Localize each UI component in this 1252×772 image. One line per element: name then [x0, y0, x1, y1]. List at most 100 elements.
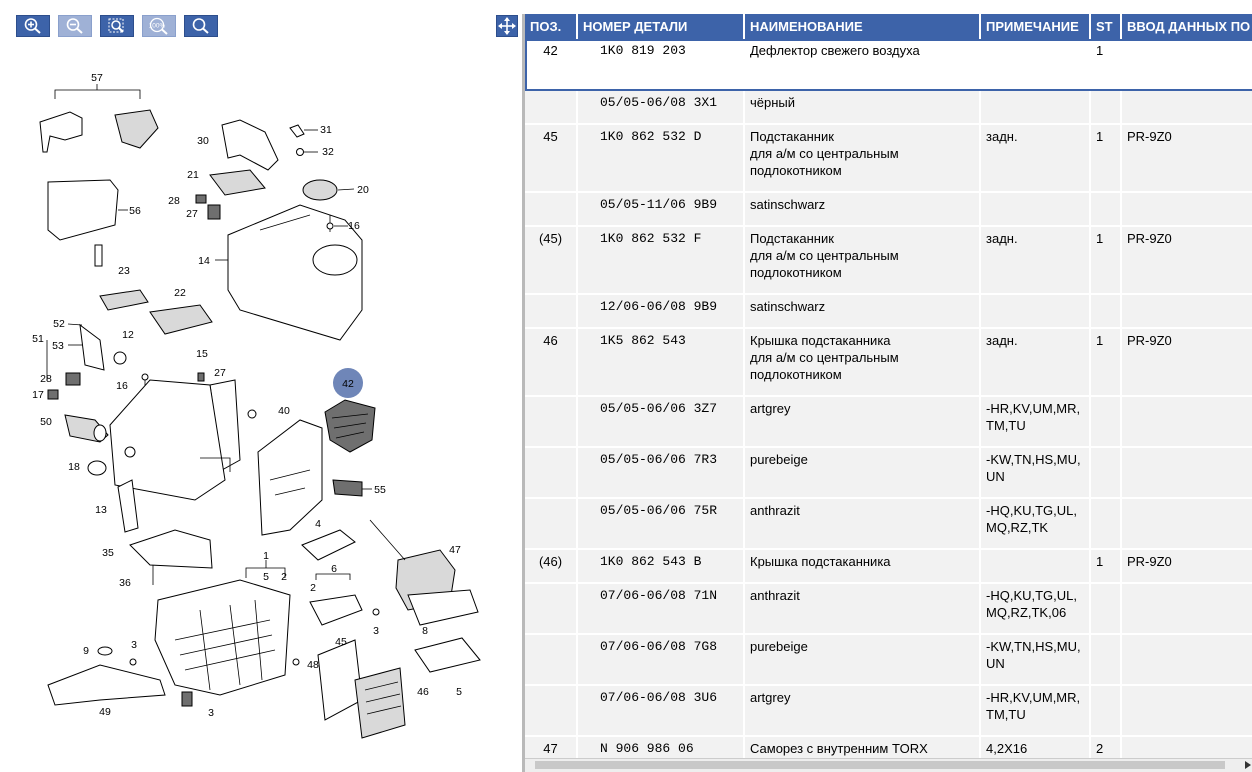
callout-56[interactable]: 56	[129, 205, 141, 217]
search-button[interactable]	[184, 15, 218, 37]
callout-1[interactable]: 1	[263, 550, 269, 562]
rear-housing	[109, 379, 231, 501]
callout-14[interactable]: 14	[198, 255, 210, 267]
callout-27[interactable]: 27	[186, 208, 198, 220]
col-header-part-number[interactable]: НОМЕР ДЕТАЛИ	[578, 14, 745, 39]
callout-22[interactable]: 22	[174, 287, 186, 299]
callout-36[interactable]: 36	[119, 577, 131, 589]
callout-18[interactable]: 18	[68, 461, 80, 473]
callout-28[interactable]: 28	[40, 373, 52, 385]
callout-53[interactable]: 53	[52, 340, 64, 352]
callout-16[interactable]: 16	[116, 380, 128, 392]
callout-40[interactable]: 40	[278, 405, 290, 417]
callout-52[interactable]: 52	[53, 318, 65, 330]
callout-5[interactable]: 5	[263, 571, 269, 583]
callout-49[interactable]: 49	[99, 706, 111, 718]
callout-3[interactable]: 3	[131, 639, 137, 651]
zoom-in-button[interactable]	[16, 15, 50, 37]
cell-st: 1	[1091, 550, 1122, 582]
callout-51[interactable]: 51	[32, 333, 44, 345]
cell-st: 1	[1091, 125, 1122, 191]
callout-3[interactable]: 3	[373, 625, 379, 637]
callout-28[interactable]: 28	[168, 195, 180, 207]
col-header-st[interactable]: ST	[1091, 14, 1122, 39]
callout-23[interactable]: 23	[118, 265, 130, 277]
col-header-note[interactable]: ПРИМЕЧАНИЕ	[981, 14, 1091, 39]
callout-57[interactable]: 57	[91, 72, 103, 84]
pane-splitter[interactable]	[495, 0, 522, 772]
callout-2[interactable]: 2	[310, 582, 316, 594]
part-35	[129, 529, 213, 569]
callout-13[interactable]: 13	[95, 504, 107, 516]
part-group-57	[39, 84, 159, 153]
part-14	[215, 204, 363, 341]
cell-name: Крышка подстаканника	[745, 550, 981, 582]
col-header-model-data[interactable]: ВВОД ДАННЫХ ПО МОДЕЛИ	[1122, 14, 1252, 39]
callout-35[interactable]: 35	[102, 547, 114, 559]
callout-3[interactable]: 3	[208, 707, 214, 719]
cell-note: -KW,TN,HS,MU, UN	[981, 635, 1091, 684]
cell-pos	[525, 91, 578, 123]
scrollbar-thumb[interactable]	[535, 761, 1225, 769]
callout-20[interactable]: 20	[357, 184, 369, 196]
callout-32[interactable]: 32	[322, 146, 334, 158]
cell-st: 1	[1091, 329, 1122, 395]
callout-8[interactable]: 8	[422, 625, 428, 637]
cell-note	[981, 550, 1091, 582]
splitter-toggle-button[interactable]	[496, 15, 518, 37]
callout-27[interactable]: 27	[214, 367, 226, 379]
zoom-out-button[interactable]	[58, 15, 92, 37]
callout-50[interactable]: 50	[40, 416, 52, 428]
cell-model-data	[1122, 397, 1252, 446]
callout-4[interactable]: 4	[315, 518, 321, 530]
highlight-badge-42[interactable]	[333, 368, 363, 398]
col-header-pos[interactable]: ПОЗ.	[525, 14, 578, 39]
zoom-100-button[interactable]: 100%	[142, 15, 176, 37]
cell-note	[981, 39, 1091, 89]
callout-42[interactable]: 42	[342, 378, 354, 390]
col-header-name[interactable]: НАИМЕНОВАНИЕ	[745, 14, 981, 39]
callout-2[interactable]: 2	[281, 571, 287, 583]
horizontal-scrollbar[interactable]	[525, 758, 1252, 772]
callout-12[interactable]: 12	[122, 329, 134, 341]
callout-9[interactable]: 9	[83, 645, 89, 657]
cell-pos	[525, 448, 578, 497]
callout-17[interactable]: 17	[32, 389, 44, 401]
callout-47[interactable]: 47	[449, 544, 461, 556]
callout-48[interactable]: 48	[307, 659, 319, 671]
cell-pos: 45	[525, 125, 578, 191]
callout-45[interactable]: 45	[335, 636, 347, 648]
zoom-fit-button[interactable]	[100, 15, 134, 37]
callout-55[interactable]: 55	[374, 484, 386, 496]
callout-46[interactable]: 46	[417, 686, 429, 698]
cell-name: satinschwarz	[745, 193, 981, 225]
cell-part-number: 07/06-06/08 7G8	[578, 635, 745, 684]
cell-part-number: 05/05-06/06 75R	[578, 499, 745, 548]
part-45	[407, 589, 479, 626]
callout-6[interactable]: 6	[331, 563, 337, 575]
cell-note: -HR,KV,UM,MR, TM,TU	[981, 686, 1091, 735]
callout-5[interactable]: 5	[456, 686, 462, 698]
callout-21[interactable]: 21	[187, 169, 199, 181]
callout-31[interactable]: 31	[320, 124, 332, 136]
callout-15[interactable]: 15	[196, 348, 208, 360]
scroll-right-arrow-icon[interactable]	[1245, 761, 1251, 769]
callout-16[interactable]: 16	[348, 220, 360, 232]
cell-part-number: 1K0 862 532 D	[578, 125, 745, 191]
callout-30[interactable]: 30	[197, 135, 209, 147]
